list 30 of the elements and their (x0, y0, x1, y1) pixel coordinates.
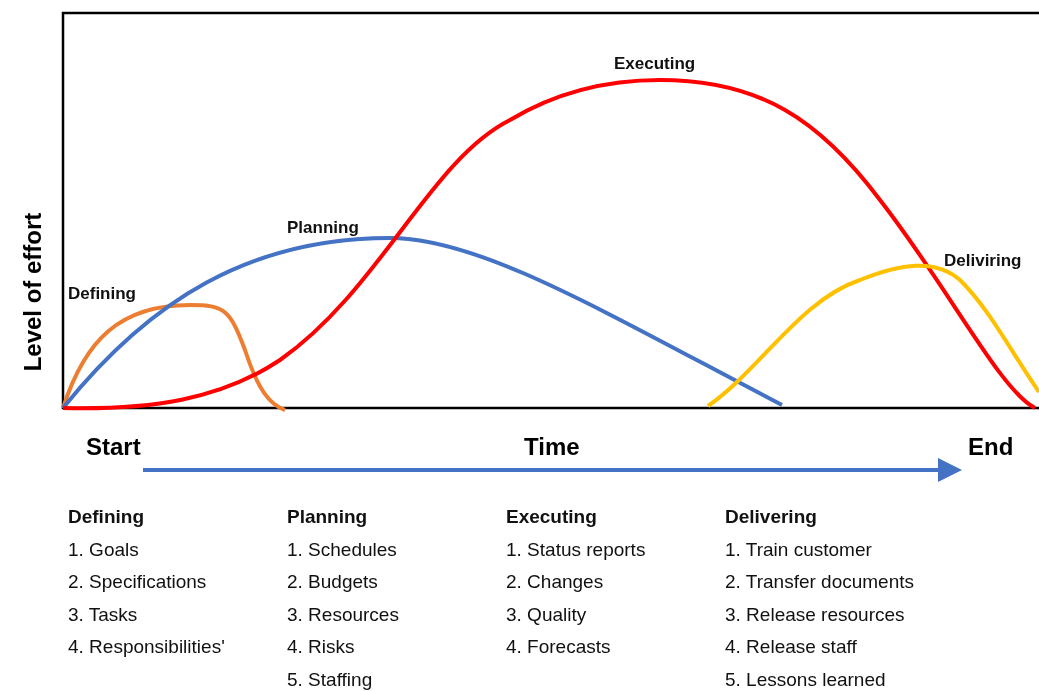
list-item: 2. Transfer documents (725, 571, 915, 593)
column-heading: Delivering (725, 506, 817, 528)
list-item: 5. Staffing (287, 668, 373, 691)
column-heading: Executing (506, 506, 597, 528)
curve-label: Planning (287, 218, 359, 238)
curve-label: Defining (68, 284, 136, 304)
column-heading: Defining (68, 506, 144, 528)
axis-title: Level of effort (19, 212, 47, 372)
list-item: 4. Risks (287, 636, 355, 658)
list-item: 1. Status reports (506, 538, 646, 561)
list-item: 3. Resources (287, 603, 399, 626)
axis-label: Time (524, 433, 580, 461)
list-item: 1. Schedules (287, 538, 397, 561)
list-item: 5. Lessons learned (725, 668, 886, 691)
curve-label: Executing (614, 54, 696, 74)
list-item: 1. Goals (68, 538, 139, 561)
axis-label: Start (86, 433, 141, 461)
axis-label: End (968, 433, 1014, 461)
list-item: 2. Changes (506, 571, 604, 593)
list-item: 2. Specifications (68, 571, 207, 593)
list-item: 3. Release resources (725, 603, 905, 626)
list-item: 3. Tasks (68, 603, 138, 626)
list-item: 4. Release staff (725, 636, 857, 658)
list-item: 1. Train customer (725, 538, 872, 561)
curve-label: Deliviring (944, 251, 1022, 271)
column-heading: Planning (287, 506, 368, 528)
list-item: 2. Budgets (287, 571, 378, 593)
list-item: 4. Forecasts (506, 636, 611, 658)
list-item: 4. Responsibilities' (68, 636, 225, 658)
list-item: 3. Quality (506, 603, 587, 626)
